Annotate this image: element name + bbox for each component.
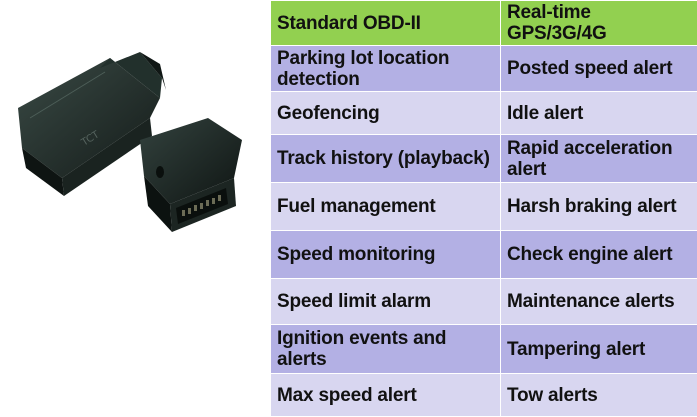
features-table: Standard OBD-II Real-time GPS/3G/4G Park…: [270, 0, 697, 417]
table-row: Max speed alert Tow alerts: [271, 374, 697, 417]
table-cell: Tow alerts: [501, 374, 697, 417]
header-cell: Real-time GPS/3G/4G: [501, 1, 697, 46]
table-header-row: Standard OBD-II Real-time GPS/3G/4G: [271, 1, 697, 46]
table-cell: Speed limit alarm: [271, 279, 501, 325]
table-cell: Tampering alert: [501, 325, 697, 374]
table-cell: Max speed alert: [271, 374, 501, 417]
table-row: Track history (playback) Rapid accelerat…: [271, 135, 697, 183]
table-cell: Parking lot location detection: [271, 46, 501, 92]
obd-device-photo: TCT: [0, 0, 268, 409]
table-cell: Fuel management: [271, 183, 501, 231]
table-cell: Harsh braking alert: [501, 183, 697, 231]
table-row: Speed monitoring Check engine alert: [271, 231, 697, 279]
table-cell: Track history (playback): [271, 135, 501, 183]
table-row: Fuel management Harsh braking alert: [271, 183, 697, 231]
obd-connector: [140, 118, 242, 232]
tracker-body: TCT: [18, 52, 166, 196]
table-row: Ignition events and alerts Tampering ale…: [271, 325, 697, 374]
table-cell: Maintenance alerts: [501, 279, 697, 325]
obd-gps-device-photo-icon: TCT: [0, 0, 268, 409]
table-cell: Ignition events and alerts: [271, 325, 501, 374]
header-cell: Standard OBD-II: [271, 1, 501, 46]
table-row: Speed limit alarm Maintenance alerts: [271, 279, 697, 325]
table-cell: Posted speed alert: [501, 46, 697, 92]
table-cell: Idle alert: [501, 92, 697, 135]
table-cell: Geofencing: [271, 92, 501, 135]
table-cell: Rapid acceleration alert: [501, 135, 697, 183]
table-row: Parking lot location detection Posted sp…: [271, 46, 697, 92]
table-cell: Speed monitoring: [271, 231, 501, 279]
table-row: Geofencing Idle alert: [271, 92, 697, 135]
table-cell: Check engine alert: [501, 231, 697, 279]
